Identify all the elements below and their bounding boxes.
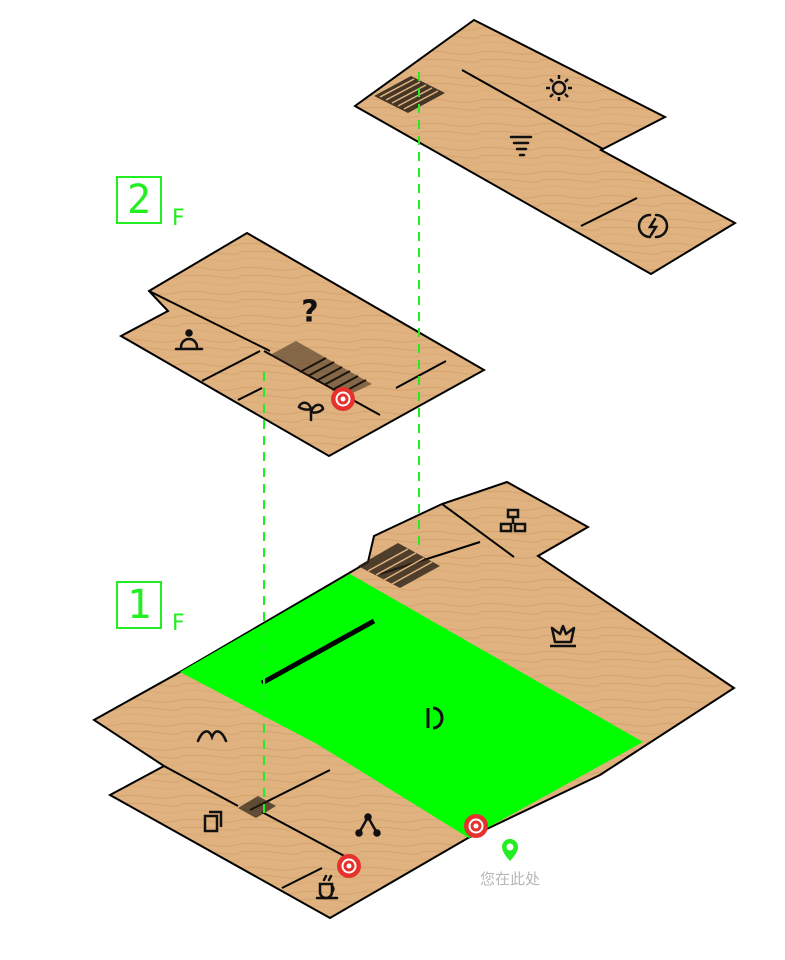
floor-2-suffix: F: [172, 206, 185, 231]
staircase-floor-1-lower: [238, 796, 276, 818]
floor-1-number: 1: [116, 581, 162, 629]
red-location-marker-icon[interactable]: [336, 853, 362, 879]
question-icon[interactable]: ?: [301, 295, 318, 330]
flash-icon[interactable]: [637, 213, 669, 239]
red-location-marker-icon[interactable]: [463, 813, 489, 839]
you-are-here-marker: 您在此处: [468, 838, 552, 889]
green-location-pin-icon: [502, 839, 518, 861]
svg-text:?: ?: [301, 295, 318, 330]
floor-2-number: 2: [116, 176, 162, 224]
staircase-floor-2: [270, 341, 372, 396]
floor-3-plan: [353, 18, 738, 276]
sun-icon[interactable]: [546, 75, 572, 101]
floor-2-plan: ?: [118, 231, 487, 458]
reception-bell-icon[interactable]: [174, 329, 204, 351]
floor-1-suffix: F: [172, 611, 185, 636]
staircase-floor-1: [358, 543, 440, 588]
d-letter-icon[interactable]: [426, 706, 444, 730]
triangle-nodes-icon[interactable]: [355, 813, 381, 837]
floor-connector-lines: [263, 72, 420, 815]
copy-icon[interactable]: [203, 810, 223, 833]
crown-icon[interactable]: [550, 624, 576, 648]
plant-icon[interactable]: [297, 401, 325, 422]
coffee-icon[interactable]: [315, 874, 339, 900]
floor-1-plan: [92, 480, 736, 920]
network-icon[interactable]: [499, 508, 527, 533]
staircase-floor-3: [374, 76, 445, 113]
floor-1-label[interactable]: 1 F: [116, 581, 185, 635]
floor-2-label[interactable]: 2 F: [116, 176, 185, 230]
wave-icon[interactable]: [196, 730, 228, 743]
tornado-icon[interactable]: [509, 135, 533, 157]
red-location-marker-icon[interactable]: [330, 386, 356, 412]
you-are-here-text: 您在此处: [479, 870, 540, 888]
